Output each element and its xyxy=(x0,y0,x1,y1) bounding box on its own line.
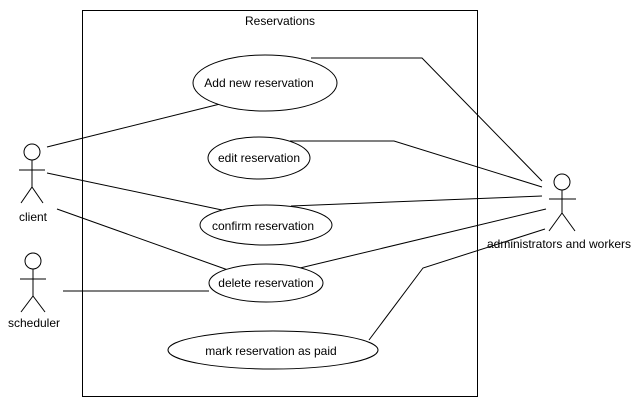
use-case-ellipse xyxy=(199,204,333,246)
use-case-label: edit reservation xyxy=(218,151,300,165)
actor-client[interactable]: client xyxy=(19,143,48,224)
assoc-client-delete xyxy=(56,208,229,271)
use-case-ellipse xyxy=(207,136,311,180)
actor-label: client xyxy=(19,210,48,224)
use-case-add-reservation[interactable]: Add new reservation xyxy=(192,54,338,112)
use-case-mark-paid[interactable]: mark reservation as paid xyxy=(167,330,379,370)
assoc-admins-add xyxy=(311,57,543,182)
use-case-ellipse xyxy=(208,263,324,303)
assoc-admins-confirm xyxy=(290,195,543,207)
use-case-ellipse xyxy=(192,54,338,112)
actor-label: scheduler xyxy=(8,316,60,330)
use-case-label: delete reservation xyxy=(218,276,313,290)
use-case-ellipse xyxy=(167,330,379,370)
actor-administrators-and-workers[interactable]: administrators and workers xyxy=(487,173,631,251)
stick-figure-icon xyxy=(20,252,46,313)
stick-figure-icon xyxy=(19,143,45,204)
assoc-client-confirm xyxy=(46,172,223,211)
actor-scheduler[interactable]: scheduler xyxy=(8,252,60,330)
assoc-client-add xyxy=(46,103,221,148)
use-case-confirm-reservation[interactable]: confirm reservation xyxy=(199,204,333,246)
use-case-delete-reservation[interactable]: delete reservation xyxy=(208,263,324,303)
use-case-label: Add new reservation xyxy=(204,76,313,90)
associations xyxy=(46,57,547,341)
assoc-admins-delete xyxy=(299,208,547,269)
system-boundary xyxy=(82,10,478,397)
assoc-admins-paid xyxy=(368,228,546,341)
use-case-label: confirm reservation xyxy=(212,219,314,233)
use-case-edit-reservation[interactable]: edit reservation xyxy=(207,136,311,180)
system-title: Reservations xyxy=(245,14,315,28)
assoc-admins-edit xyxy=(290,140,543,188)
actor-label: administrators and workers xyxy=(487,237,631,251)
use-case-label: mark reservation as paid xyxy=(205,344,336,358)
stick-figure-icon xyxy=(548,173,576,232)
